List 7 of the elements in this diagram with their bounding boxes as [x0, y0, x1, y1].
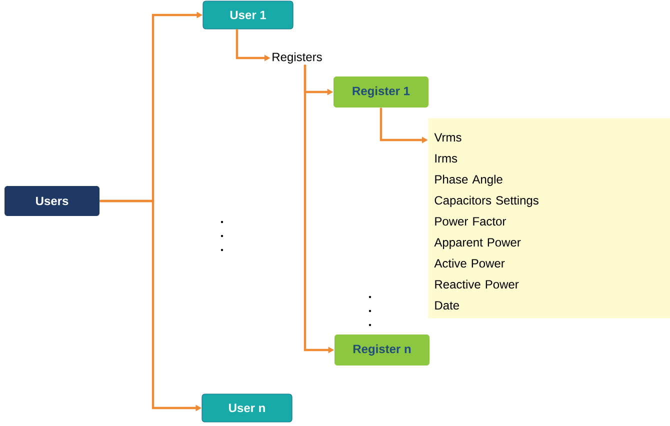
- register-box: Register n: [334, 334, 430, 366]
- branch-label: Registers: [272, 52, 322, 64]
- user-box: User n: [202, 394, 292, 422]
- register-box: Register 1: [334, 76, 428, 108]
- field-list-box: Vrms Irms Phase Angle Capacitors Settings Power Factor Apparent Power Active Power Reactive Power Date: [428, 118, 670, 318]
- user-box: User 1: [202, 0, 294, 30]
- root-box: Users: [4, 186, 100, 216]
